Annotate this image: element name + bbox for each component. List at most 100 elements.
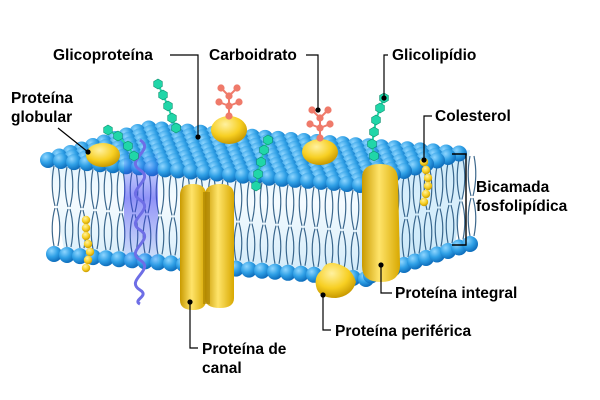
oligosaccharide-sugar — [167, 112, 177, 124]
lipid-tail — [434, 208, 444, 247]
carbohydrate-sugar — [217, 84, 225, 92]
lipid-tail — [445, 204, 455, 244]
lipid-tail — [401, 176, 411, 218]
lipid-head — [111, 251, 127, 268]
glycoprotein-globule — [86, 143, 120, 167]
oligosaccharide-sugar — [158, 89, 168, 101]
lipid-head — [157, 161, 173, 178]
peripheral-protein — [315, 262, 356, 298]
bilayer-bracket — [452, 153, 467, 246]
lipid-head — [66, 154, 82, 171]
glycan-chain-middle — [251, 134, 273, 192]
integral-protein — [362, 164, 400, 282]
leader-dots — [85, 95, 427, 305]
carbohydrate-sugar — [316, 124, 324, 132]
label-glicolipidio: Glicolipídio — [392, 47, 477, 64]
label-proteina-canal: Proteína de canal — [202, 340, 286, 378]
carbohydrate-chain-right — [306, 106, 334, 142]
lipid-tail — [298, 185, 308, 226]
surface-protein-left — [211, 116, 247, 144]
cholesterol-unit — [81, 231, 91, 241]
lipid-tail — [311, 186, 321, 227]
cholesterol-unit — [419, 197, 429, 207]
lipid-head — [209, 165, 225, 182]
lipid-head — [280, 264, 296, 281]
label-bicamada-line2: fosfolipídica — [476, 198, 568, 215]
transmembrane-helix — [133, 138, 147, 306]
channel-pore — [203, 192, 210, 304]
cholesterol-left — [81, 215, 95, 273]
carbohydrate-sugar — [326, 120, 334, 128]
lipid-head — [339, 176, 355, 192]
lipid-tail — [350, 189, 360, 231]
cholesterol-unit — [83, 239, 93, 249]
glycoprotein-sugar-chain — [103, 124, 139, 162]
carbohydrate-sugar — [324, 106, 332, 114]
label-bicamada: Bicamada fosfolipídica — [476, 178, 567, 216]
lipid-tail — [423, 211, 433, 251]
lipid-tail — [64, 208, 74, 248]
lipid-tail — [168, 175, 178, 216]
surface-protein-right — [302, 139, 338, 165]
glycan-sugar — [259, 144, 269, 156]
lipid-head — [53, 153, 69, 169]
leader-colesterol — [423, 115, 432, 160]
cholesterol-unit — [81, 263, 91, 273]
leader-proteina-periferica — [322, 295, 331, 331]
lipid-head — [274, 170, 290, 187]
label-colesterol: Colesterol — [435, 108, 511, 125]
leader-carboidrato — [306, 54, 319, 110]
lipid-tail — [445, 162, 455, 204]
lipid-tail — [412, 173, 422, 214]
lipid-tail — [412, 215, 422, 254]
carbohydrate-sugar — [235, 98, 243, 106]
lipid-head — [267, 263, 283, 280]
lipid-head — [235, 167, 251, 184]
carbohydrate-chain-left — [215, 84, 243, 120]
cholesterol-unit — [81, 215, 91, 225]
lipid-tail — [298, 227, 308, 266]
lipid-head — [300, 172, 316, 189]
oligosaccharide-sugar — [153, 78, 163, 90]
lipid-head — [462, 236, 478, 252]
lipid-head — [170, 162, 186, 179]
leader-glicolipidio — [383, 54, 388, 98]
glycan-sugar — [256, 156, 266, 168]
carbohydrate-sugar — [306, 120, 314, 128]
lipid-tail — [259, 224, 269, 263]
carbohydrate-sugar — [225, 112, 233, 120]
lipid-tail — [285, 184, 295, 225]
lipid-tails — [51, 155, 477, 272]
lipid-head — [254, 262, 270, 279]
lipid-head — [163, 255, 179, 272]
lipid-head — [293, 265, 309, 282]
lipid-tail — [233, 180, 243, 221]
lipid-head — [196, 164, 212, 181]
lipid-tail — [401, 218, 411, 258]
glycoprotein-sugar — [113, 130, 123, 142]
lipid-tail — [311, 228, 321, 267]
glycan-sugar — [251, 180, 261, 192]
lipid-tail — [456, 201, 466, 240]
carbohydrate-sugar — [225, 102, 233, 110]
cholesterol-unit — [85, 247, 95, 257]
glycolipid-sugar — [375, 102, 385, 114]
lipid-tail — [90, 210, 100, 250]
label-proteina-globular-line2: globular — [11, 109, 73, 126]
oligosaccharide-sugar — [163, 100, 173, 112]
channel-protein-left-half — [180, 184, 206, 310]
lipid-head — [326, 174, 342, 191]
lipid-head — [313, 173, 329, 190]
lipid-tail — [467, 155, 477, 197]
label-bicamada-line1: Bicamada — [476, 179, 550, 196]
carbohydrate-protein-left — [211, 84, 247, 144]
lipid-tail — [90, 169, 100, 210]
label-glicoproteina: Glicoproteína — [53, 47, 153, 64]
lipid-tail — [259, 182, 269, 223]
leader-lines — [57, 54, 432, 349]
lipid-head — [287, 171, 303, 188]
carbohydrate-sugar — [308, 106, 316, 114]
cholesterol-unit — [423, 181, 433, 191]
lipid-head — [59, 247, 75, 263]
